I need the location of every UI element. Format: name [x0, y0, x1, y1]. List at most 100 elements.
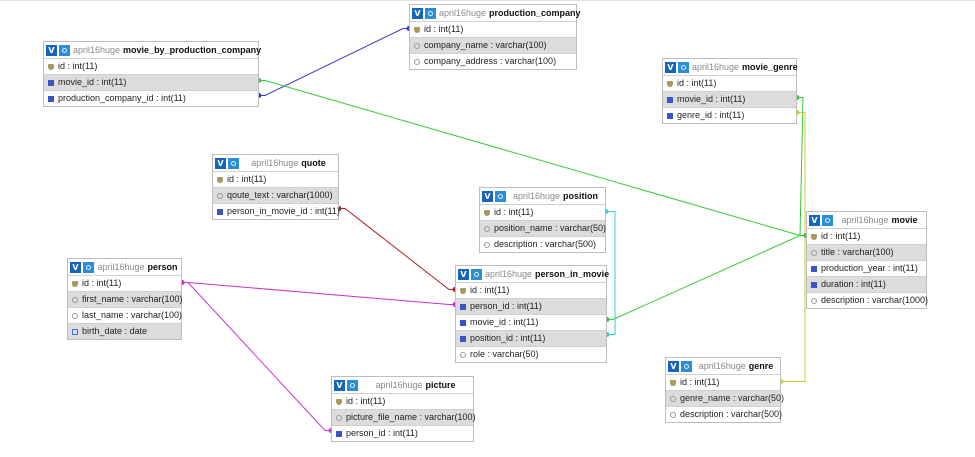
foreign-key-icon: [460, 303, 466, 310]
column-row[interactable]: id : int(11): [410, 21, 576, 37]
column-label: id : int(11): [82, 278, 122, 288]
gear-icon[interactable]: [425, 7, 436, 19]
relation-line: [182, 282, 455, 305]
toggle-columns-icon[interactable]: V: [809, 214, 820, 226]
column-row[interactable]: id : int(11): [213, 171, 338, 187]
column-row[interactable]: id : int(11): [332, 393, 473, 409]
toggle-columns-icon[interactable]: V: [458, 268, 469, 280]
gear-icon[interactable]: [678, 61, 689, 73]
column-row[interactable]: id : int(11): [480, 204, 605, 220]
column-row[interactable]: genre_id : int(11): [663, 107, 796, 123]
toggle-columns-icon[interactable]: V: [482, 190, 493, 202]
column-row[interactable]: movie_id : int(11): [663, 91, 796, 107]
foreign-key-icon: [460, 335, 466, 342]
database-name: april16huge: [73, 44, 121, 55]
column-row[interactable]: qoute_text : varchar(1000): [213, 187, 338, 203]
column-row[interactable]: id : int(11): [663, 75, 796, 91]
toggle-columns-icon[interactable]: V: [665, 61, 676, 73]
column-label: qoute_text : varchar(1000): [227, 190, 333, 200]
column-label: duration : int(11): [821, 279, 886, 289]
column-row[interactable]: production_year : int(11): [807, 260, 926, 276]
table-name: movie: [891, 214, 918, 225]
column-row[interactable]: position_id : int(11): [456, 330, 606, 346]
column-row[interactable]: id : int(11): [456, 282, 606, 298]
toggle-columns-icon[interactable]: V: [46, 44, 57, 56]
gear-icon[interactable]: [59, 44, 70, 56]
gear-icon[interactable]: [471, 268, 482, 280]
column-row[interactable]: description : varchar(1000): [807, 292, 928, 308]
column-row[interactable]: person_id : int(11): [332, 425, 473, 441]
foreign-key-icon: [48, 79, 54, 86]
foreign-key-icon: [811, 265, 817, 272]
column-row[interactable]: birth_date : date: [68, 323, 181, 339]
column-label: person_id : int(11): [470, 301, 542, 311]
column-label: id : int(11): [677, 78, 717, 88]
column-label: movie_id : int(11): [58, 77, 127, 87]
column-label: company_address : varchar(100): [424, 56, 557, 66]
toggle-columns-icon[interactable]: V: [668, 360, 679, 372]
gear-icon[interactable]: [822, 214, 833, 226]
column-row[interactable]: id : int(11): [666, 374, 780, 390]
gear-icon[interactable]: [83, 261, 94, 273]
column-label: birth_date : date: [82, 326, 148, 336]
column-row[interactable]: duration : int(11): [807, 276, 926, 292]
column-label: genre_name : varchar(50): [680, 393, 785, 403]
column-row[interactable]: person_in_movie_id : int(11): [213, 203, 340, 219]
toggle-columns-icon[interactable]: V: [70, 261, 81, 273]
column-label: person_in_movie_id : int(11): [227, 206, 340, 216]
column-row[interactable]: description : varchar(500): [666, 406, 782, 422]
foreign-key-icon: [811, 281, 817, 288]
toggle-columns-icon[interactable]: V: [215, 157, 226, 169]
column-row[interactable]: company_address : varchar(100): [410, 53, 576, 69]
column-row[interactable]: id : int(11): [44, 58, 258, 74]
gear-icon[interactable]: [495, 190, 506, 202]
column-row[interactable]: first_name : varchar(100): [68, 291, 183, 307]
table-name: quote: [301, 157, 326, 168]
toggle-columns-icon[interactable]: V: [334, 379, 345, 391]
gear-icon[interactable]: [228, 157, 239, 169]
column-row[interactable]: description : varchar(500): [480, 236, 605, 252]
column-row[interactable]: id : int(11): [807, 228, 926, 244]
column-row[interactable]: company_name : varchar(100): [410, 37, 576, 53]
column-row[interactable]: position_name : varchar(50): [480, 220, 606, 236]
gear-icon[interactable]: [681, 360, 692, 372]
top-border: [0, 0, 975, 1]
column-row[interactable]: last_name : varchar(100): [68, 307, 182, 323]
toggle-columns-icon[interactable]: V: [412, 7, 423, 19]
column-row[interactable]: id : int(11): [68, 275, 181, 291]
column-row[interactable]: role : varchar(50): [456, 346, 606, 362]
column-row[interactable]: person_id : int(11): [456, 298, 606, 314]
column-row[interactable]: title : varchar(100): [807, 244, 926, 260]
column-row[interactable]: movie_id : int(11): [44, 74, 258, 90]
column-row[interactable]: picture_file_name : varchar(100): [332, 409, 476, 425]
column-row[interactable]: genre_name : varchar(50): [666, 390, 784, 406]
foreign-key-icon: [667, 112, 673, 119]
gear-icon[interactable]: [347, 379, 358, 391]
column-row[interactable]: movie_id : int(11): [456, 314, 606, 330]
column-row[interactable]: production_company_id : int(11): [44, 90, 258, 106]
